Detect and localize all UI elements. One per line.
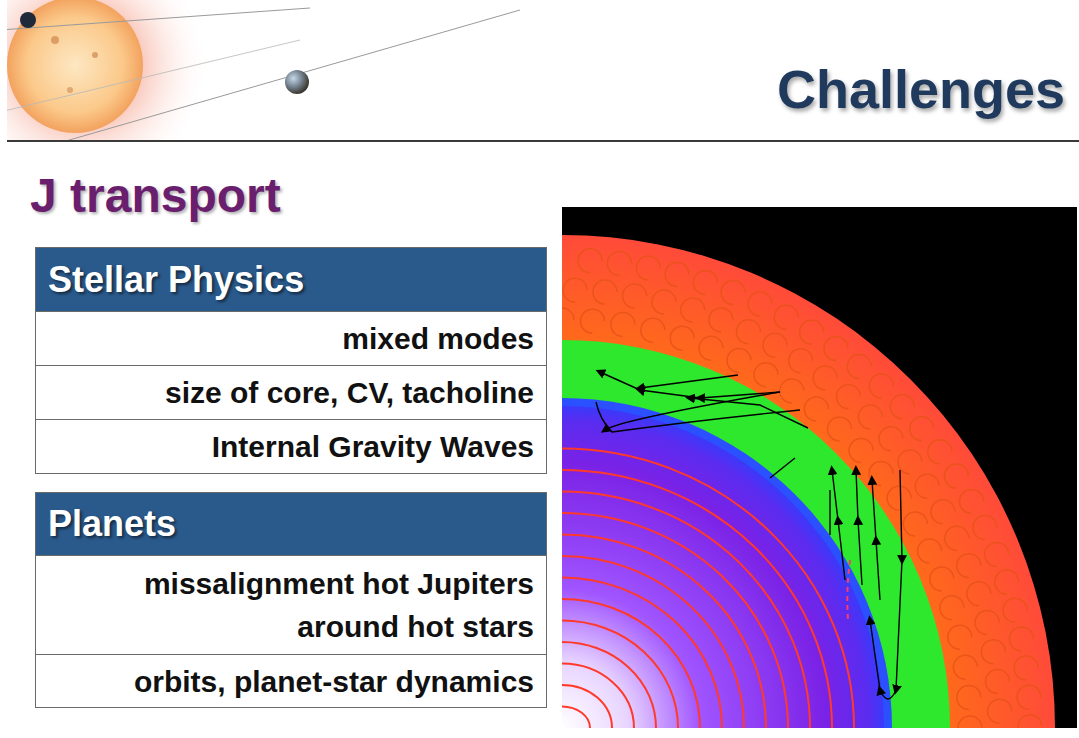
table-row: missalignment hot Jupiters around hot st… (36, 555, 546, 654)
table-row: size of core, CV, tacholine (36, 365, 546, 419)
row-text: mixed modes (36, 317, 546, 360)
row-text: size of core, CV, tacholine (36, 371, 546, 414)
table-row: Internal Gravity Waves (36, 419, 546, 473)
section-heading: J transport (30, 168, 281, 223)
table-box: Planets missalignment hot Jupiters around… (35, 492, 547, 708)
slide-title: Challenges (777, 58, 1065, 120)
table-header: Planets (36, 493, 546, 555)
table-box: Stellar Physics mixed modes size of core, … (35, 247, 547, 474)
table-row: orbits, planet-star dynamics (36, 654, 546, 707)
row-text: orbits, planet-star dynamics (36, 660, 546, 703)
row-text: missalignment hot Jupiters around hot st… (36, 562, 546, 648)
table-header: Stellar Physics (36, 248, 546, 311)
row-text: Internal Gravity Waves (36, 425, 546, 468)
table-row: mixed modes (36, 311, 546, 365)
